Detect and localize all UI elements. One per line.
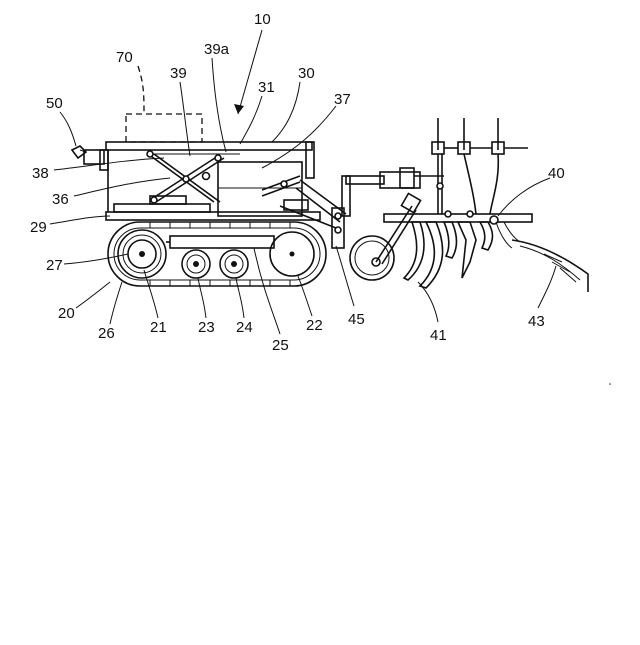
label-29: 29 <box>30 219 47 236</box>
hitch-linkage <box>280 180 346 248</box>
scan-speck <box>609 383 611 385</box>
cultivator-tines <box>404 222 493 288</box>
label-25: 25 <box>272 337 289 354</box>
label-24: 24 <box>236 319 253 336</box>
label-21: 21 <box>150 319 167 336</box>
gauge-wheel <box>350 193 421 280</box>
sensor-unit <box>72 146 104 164</box>
label-36: 36 <box>52 191 69 208</box>
soil-ridge <box>496 222 588 292</box>
label-70: 70 <box>116 49 133 66</box>
label-23: 23 <box>198 319 215 336</box>
label-22: 22 <box>306 317 323 334</box>
label-26: 26 <box>98 325 115 342</box>
label-39: 39 <box>170 65 187 82</box>
label-50: 50 <box>46 95 63 112</box>
label-30: 30 <box>298 65 315 82</box>
idler-wheel <box>270 232 314 276</box>
label-37: 37 <box>334 91 351 108</box>
label-43: 43 <box>528 313 545 330</box>
label-40: 40 <box>548 165 565 182</box>
label-38: 38 <box>32 165 49 182</box>
actuator-housing <box>218 162 302 216</box>
label-45: 45 <box>348 311 365 328</box>
drawbar <box>342 168 444 216</box>
label-31: 31 <box>258 79 275 96</box>
label-39a: 39a <box>204 41 230 58</box>
road-wheels <box>182 250 248 278</box>
label-27: 27 <box>46 257 63 274</box>
track-frame <box>166 236 274 248</box>
label-41: 41 <box>430 327 447 344</box>
optional-unit-box <box>126 114 202 142</box>
label-10: 10 <box>254 11 271 28</box>
drive-sprocket <box>118 230 166 278</box>
label-20: 20 <box>58 305 75 322</box>
